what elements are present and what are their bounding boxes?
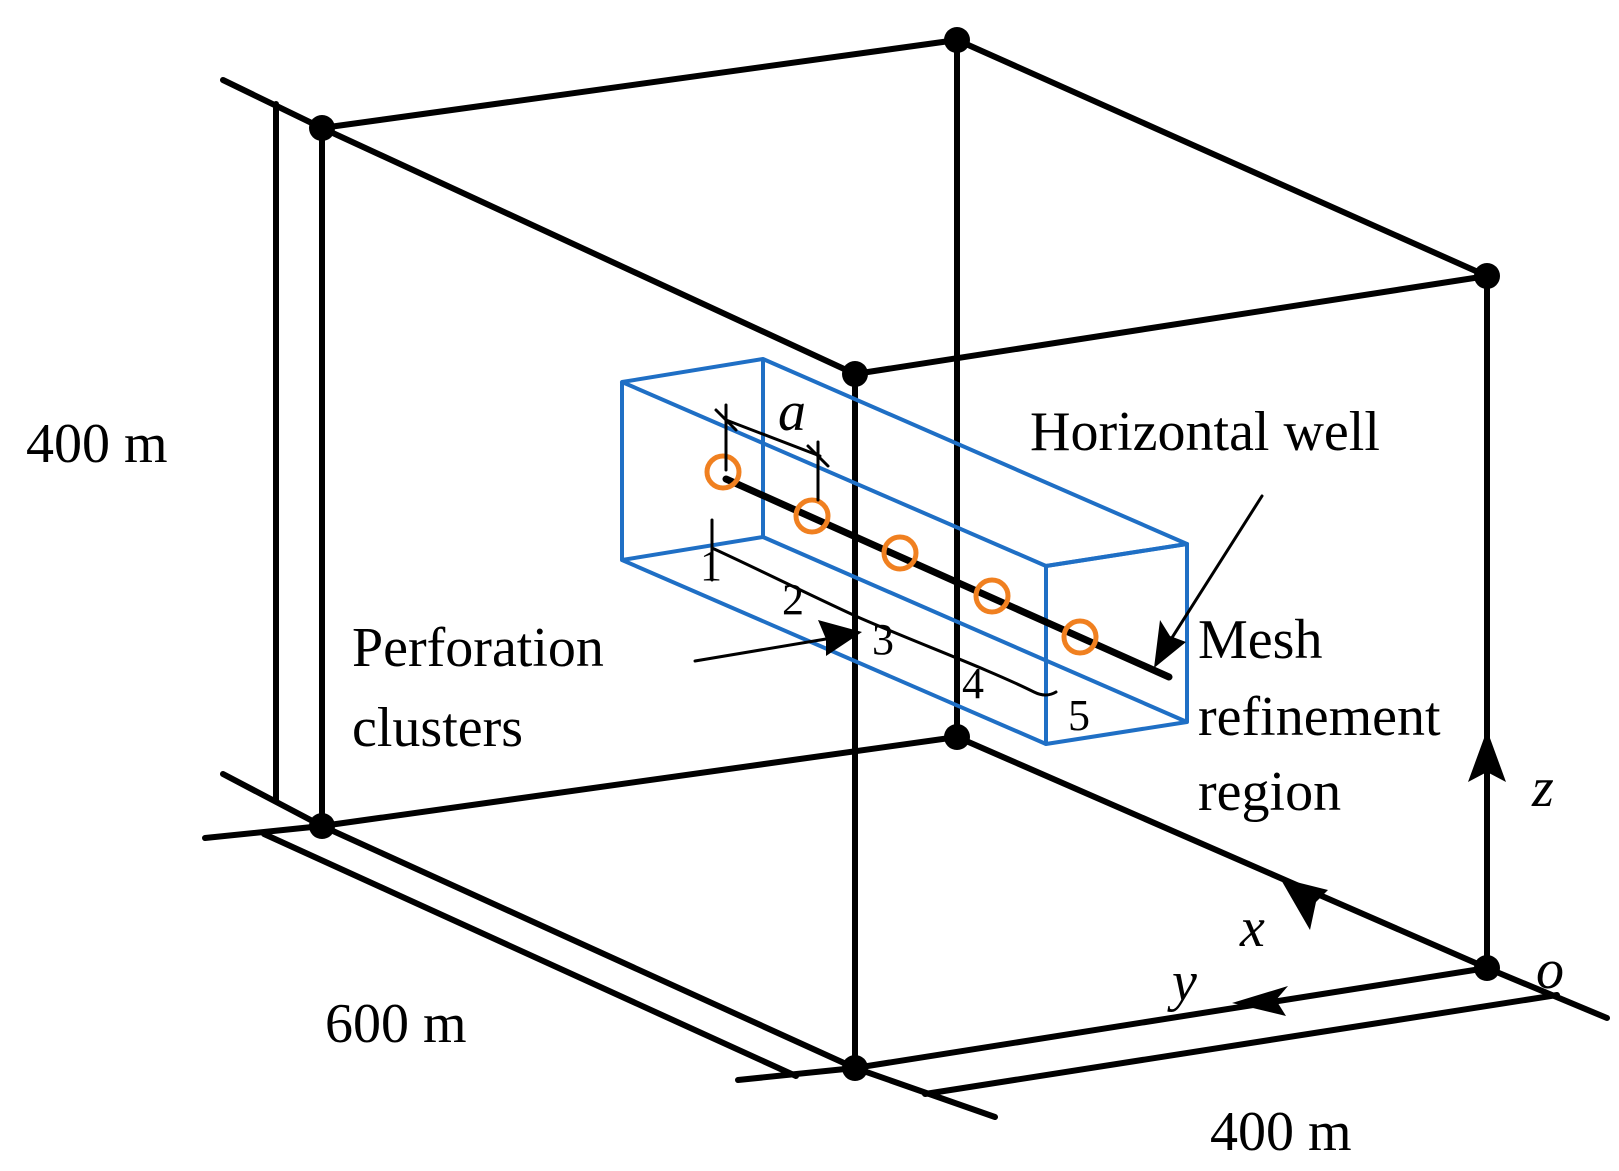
cluster-number-5: 5: [1068, 691, 1090, 740]
corner-node: [309, 115, 335, 141]
box-edge: [852, 965, 1490, 1071]
corner-node: [842, 361, 868, 387]
box-edge: [954, 734, 1490, 971]
spacing-tick: [714, 408, 738, 432]
corner-node: [1474, 263, 1500, 289]
cluster-number-leader: [710, 546, 1058, 697]
corner-node: [842, 1055, 868, 1081]
callout-arrows: [693, 494, 1264, 668]
z-axis-arrowhead: [1468, 730, 1506, 782]
spacing-tick: [806, 444, 830, 468]
corner-node: [944, 724, 970, 750]
spacing-label: a: [778, 381, 806, 443]
perforation-cluster-1: [704, 453, 742, 491]
z-axis-label: z: [1531, 757, 1554, 819]
box-edge: [954, 37, 1490, 279]
refinement-left-face: [620, 359, 765, 562]
length-dimension-line: [261, 831, 799, 1079]
height-extension-bottom: [220, 771, 325, 829]
refinement-bottom-edge: [762, 535, 1188, 724]
width-extension-right: [1484, 965, 1610, 1021]
perforation-cluster-3: [881, 534, 919, 572]
perforation-arrowhead: [818, 620, 862, 656]
perforation-cluster-5: [1061, 618, 1099, 656]
cluster-number-3: 3: [872, 615, 894, 664]
spacing-dimension: [714, 403, 830, 502]
perforation-cluster-4: [973, 577, 1011, 615]
perforation-clusters: [704, 453, 1099, 656]
horizontal-well-arrow-shaft: [1166, 494, 1264, 646]
box-edge: [319, 823, 858, 1071]
cluster-number-2: 2: [782, 575, 804, 624]
x-axis-label: x: [1239, 897, 1265, 959]
refinement-front-bottom-edge: [621, 558, 1047, 746]
y-axis-label: y: [1167, 951, 1197, 1013]
box-edge: [319, 125, 858, 377]
y-axis-arrowhead: [1232, 986, 1288, 1016]
perforation-label-line2: clusters: [352, 697, 523, 759]
height-label: 400 m: [26, 413, 168, 475]
cluster-number-1: 1: [700, 541, 722, 590]
height-extension-top: [220, 77, 325, 131]
mesh-label-line1: Mesh: [1198, 609, 1322, 671]
width-dimension-line: [922, 992, 1560, 1097]
refinement-front-face: [1044, 542, 1189, 746]
dimension-lines: [202, 77, 1610, 1120]
corner-node: [944, 27, 970, 53]
reservoir-box: [319, 37, 1490, 1071]
origin-label: o: [1536, 939, 1564, 1001]
box-corners: [309, 27, 1500, 1081]
mesh-label-line2: refinement: [1198, 686, 1441, 748]
perforation-label-line1: Perforation: [352, 617, 604, 679]
width-label: 400 m: [1210, 1101, 1352, 1163]
horizontal-well-label: Horizontal well: [1030, 401, 1380, 463]
x-axis-arrowhead: [1280, 878, 1328, 930]
horizontal-well-arrowhead: [1154, 620, 1186, 668]
perforation-cluster-2: [793, 497, 831, 535]
box-edge: [852, 273, 1490, 377]
cluster-number-4: 4: [962, 659, 984, 708]
spacing-line: [724, 418, 822, 458]
perforation-arrow-shaft: [693, 637, 828, 663]
axis-arrows: [1232, 730, 1506, 1016]
box-edge: [319, 37, 960, 131]
mesh-label-line3: region: [1198, 761, 1341, 823]
box-edge: [319, 734, 960, 829]
origin-node: [1474, 955, 1500, 981]
length-label: 600 m: [325, 993, 467, 1055]
corner-node: [309, 813, 335, 839]
mesh-refinement-box: [620, 357, 1189, 746]
